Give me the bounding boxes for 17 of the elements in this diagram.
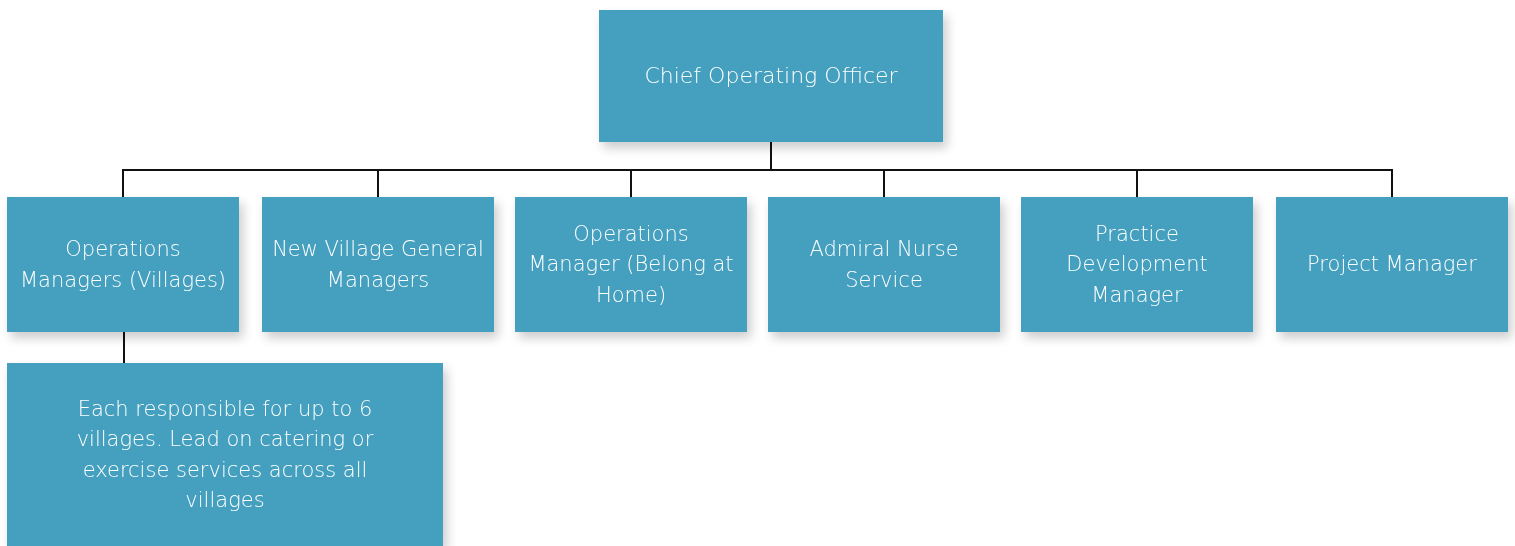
org-box	[768, 197, 1000, 332]
org-box	[1021, 197, 1253, 332]
connector-line	[123, 331, 125, 364]
org-box	[7, 363, 443, 546]
org-box	[1276, 197, 1508, 332]
role-title: Each responsible for up to 6 villages. Lead on catering or exercise services across all villages	[75, 395, 375, 514]
org-box	[515, 197, 747, 332]
role-title: New Village General Managers	[272, 236, 484, 294]
role-title: Chief Operating Officer	[644, 62, 898, 91]
org-box	[7, 197, 239, 332]
role-title: Admiral Nurse Service	[808, 236, 960, 294]
role-title: Practice Development Manager	[1065, 220, 1209, 309]
role-title: Operations Manager (Belong at Home)	[527, 220, 735, 309]
org-box	[599, 10, 943, 142]
org-box	[262, 197, 494, 332]
role-title: Operations Managers (Villages)	[18, 236, 228, 294]
role-title: Project Manager	[1307, 251, 1477, 279]
